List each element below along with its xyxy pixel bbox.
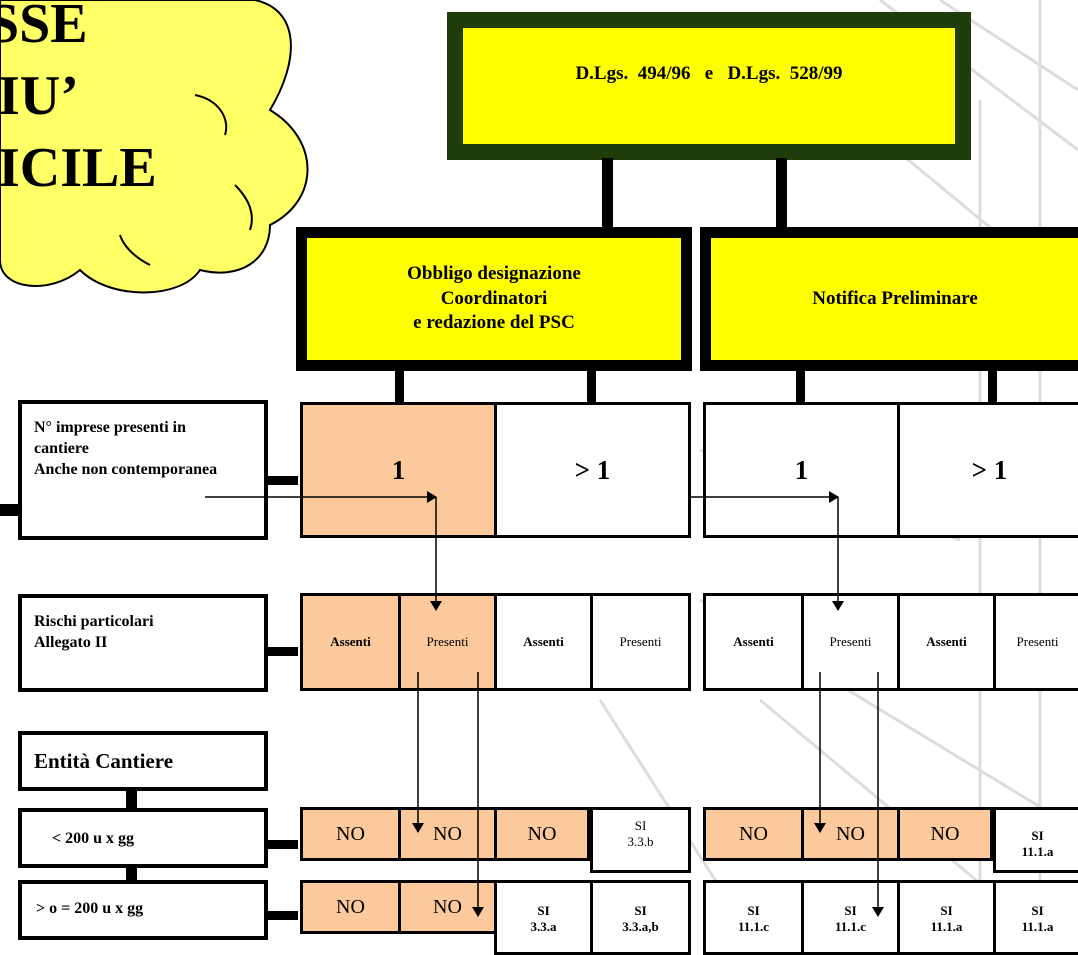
si-label: SI [537, 903, 550, 918]
connector [602, 158, 613, 228]
ge200-cell-1: NO [300, 880, 401, 934]
si-label: SI [940, 903, 953, 918]
connector [776, 158, 787, 228]
si-ref: 11.1.c [834, 919, 867, 934]
rischi-cell-2: Presenti [398, 593, 497, 691]
connector [268, 840, 298, 849]
no-value: NO [336, 822, 365, 845]
connector [126, 866, 137, 882]
label-imprese: N° imprese presenti in cantiere Anche no… [18, 400, 268, 540]
connector [268, 476, 298, 485]
no-value: NO [433, 895, 462, 918]
ge200-cell-8: SI 11.1.a [993, 880, 1078, 955]
si-ref: 11.1.a [1021, 844, 1054, 859]
no-value: NO [433, 822, 462, 845]
ge200-cell-5: SI 11.1.c [703, 880, 804, 955]
connector [0, 504, 18, 516]
si-ref: 11.1.a [930, 919, 963, 934]
imprese-cell-4: > 1 [897, 402, 1078, 538]
rischi-value: Assenti [733, 634, 774, 649]
rischi-value: Presenti [1016, 634, 1059, 649]
imprese-cell-2: > 1 [494, 402, 691, 538]
lt200-cell-3: NO [494, 807, 590, 861]
label-lt200-text: < 200 u x gg [52, 830, 135, 847]
label-rischi-text: Rischi particolari Allegato II [34, 613, 154, 651]
ge200-cell-3: SI 3.3.a [494, 880, 593, 955]
connector [796, 370, 805, 404]
rischi-value: Presenti [829, 634, 872, 649]
imprese-value: 1 [391, 454, 406, 485]
si-label: SI [1031, 903, 1044, 918]
title-text: D.Lgs. 494/96 e D.Lgs. 528/99 [575, 63, 843, 84]
ge200-cell-4: SI 3.3.a,b [590, 880, 691, 955]
rischi-value: Assenti [330, 634, 371, 649]
rischi-cell-8: Presenti [993, 593, 1078, 691]
box-notifica-preliminare: Notifica Preliminare [700, 227, 1078, 371]
label-imprese-text: N° imprese presenti in cantiere Anche no… [34, 419, 218, 478]
ge200-cell-2: NO [398, 880, 497, 934]
rischi-value: Presenti [426, 634, 469, 649]
lt200-cell-5: NO [703, 807, 804, 861]
lt200-cell-7: NO [897, 807, 993, 861]
rischi-cell-7: Assenti [897, 593, 996, 691]
connector [988, 370, 997, 404]
lt200-cell-1: NO [300, 807, 401, 861]
lt200-cell-4: SI 3.3.b [590, 807, 691, 873]
lt200-cell-8: SI 11.1.a [993, 807, 1078, 873]
rischi-cell-5: Assenti [703, 593, 804, 691]
label-rischi: Rischi particolari Allegato II [18, 594, 268, 692]
connector [126, 789, 137, 811]
rischi-value: Presenti [619, 634, 662, 649]
si-ref: 3.3.b [627, 834, 654, 849]
label-ge200: > o = 200 u x gg [18, 880, 268, 940]
connector [268, 647, 298, 656]
si-label: SI [1031, 828, 1044, 843]
box-notifica-text: Notifica Preliminare [812, 288, 978, 309]
label-ge200-text: > o = 200 u x gg [36, 900, 144, 917]
no-value: NO [836, 822, 865, 845]
imprese-value: 1 [794, 454, 809, 485]
label-entita: Entità Cantiere [18, 731, 268, 791]
si-label: SI [844, 903, 857, 918]
no-value: NO [739, 822, 768, 845]
si-label: SI [634, 903, 647, 918]
cloud-line-1: SSE [0, 0, 88, 55]
rischi-value: Assenti [523, 634, 564, 649]
lt200-cell-6: NO [801, 807, 900, 861]
rischi-cell-4: Presenti [590, 593, 691, 691]
rischi-value: Assenti [926, 634, 967, 649]
ge200-cell-6: SI 11.1.c [801, 880, 900, 955]
connector [395, 370, 404, 404]
connector [587, 370, 596, 404]
rischi-cell-1: Assenti [300, 593, 401, 691]
title-box: D.Lgs. 494/96 e D.Lgs. 528/99 [447, 12, 971, 160]
rischi-cell-3: Assenti [494, 593, 593, 691]
box-obbligo-designazione: Obbligo designazione Coordinatori e reda… [296, 227, 692, 371]
connector [268, 911, 298, 920]
no-value: NO [527, 822, 557, 845]
si-ref: 11.1.c [737, 919, 770, 934]
si-ref: 3.3.a [530, 919, 557, 934]
si-ref: 3.3.a,b [622, 919, 659, 934]
cloud-line-2: IU’ [0, 65, 79, 127]
label-entita-text: Entità Cantiere [34, 749, 174, 773]
si-ref: 11.1.a [1021, 919, 1054, 934]
imprese-value: > 1 [574, 454, 611, 485]
cloud-line-3: ICILE [0, 137, 157, 199]
cloud-shape [0, 0, 309, 294]
no-value: NO [930, 822, 960, 845]
box-obbligo-text: Obbligo designazione Coordinatori e reda… [407, 262, 581, 334]
no-value: NO [336, 895, 365, 918]
lt200-cell-2: NO [398, 807, 497, 861]
si-label: SI [634, 818, 647, 833]
ge200-cell-7: SI 11.1.a [897, 880, 996, 955]
imprese-cell-1: 1 [300, 402, 497, 538]
si-label: SI [747, 903, 760, 918]
imprese-value: > 1 [971, 454, 1008, 485]
imprese-cell-3: 1 [703, 402, 900, 538]
rischi-cell-6: Presenti [801, 593, 900, 691]
label-lt200: < 200 u x gg [18, 808, 268, 868]
